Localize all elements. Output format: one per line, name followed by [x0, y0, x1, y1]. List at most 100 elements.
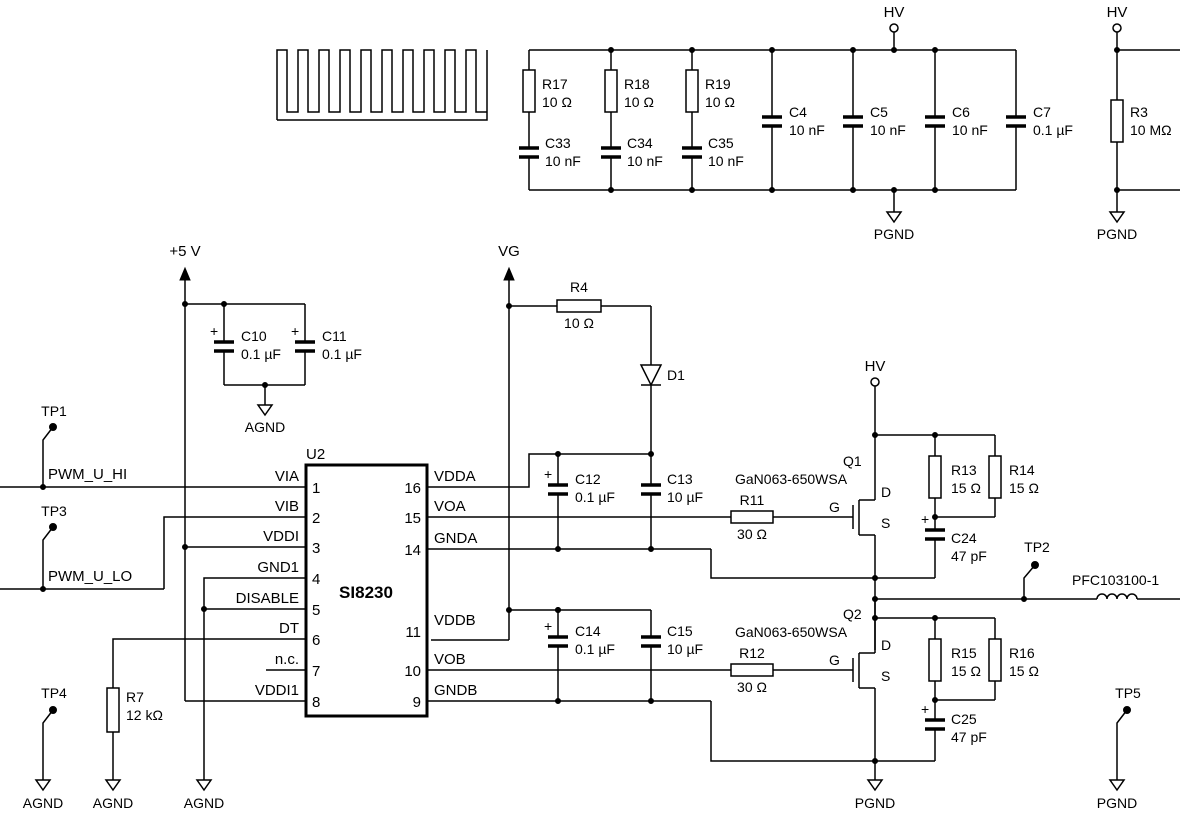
- ic-pin-number: 9: [413, 694, 421, 711]
- c25-polarity: +: [921, 701, 929, 717]
- c33-ref: C33: [545, 135, 571, 151]
- inductor-part: PFC103100-1: [1072, 572, 1159, 588]
- snubber-bank: HV PGND R17 10 Ω C33 10 nF: [519, 4, 1073, 242]
- c5-value: 10 nF: [870, 122, 906, 138]
- r13-ref: R13: [951, 462, 977, 478]
- r17-ref: R17: [542, 76, 568, 92]
- diode-d1-icon: [639, 364, 663, 387]
- c35-value: 10 nF: [708, 153, 744, 169]
- ic-pin-number: 10: [404, 663, 421, 680]
- ic-pin-number: 1: [312, 480, 320, 497]
- ic-pin-name: VDDI1: [255, 682, 299, 699]
- c13-value: 10 µF: [667, 489, 703, 505]
- ic-pin-number: 8: [312, 694, 320, 711]
- switch-node: TP2 PFC103100-1: [872, 539, 1180, 650]
- ic-pin-number: 3: [312, 540, 320, 557]
- tp5: TP5 PGND: [1097, 685, 1141, 811]
- c5-ref: C5: [870, 104, 888, 120]
- ic-pin-name: GNDA: [434, 530, 477, 547]
- ic-pin-number: 2: [312, 510, 320, 527]
- c25-value: 47 pF: [951, 729, 987, 745]
- cap-c4: C4 10 nF: [762, 50, 825, 190]
- ic-pin-name: VDDA: [434, 468, 476, 485]
- q2-gate-label: G: [829, 652, 840, 668]
- c24-value: 47 pF: [951, 548, 987, 564]
- c7-ref: C7: [1033, 104, 1051, 120]
- heatsink-icon: [276, 49, 488, 121]
- pgnd-label-tp5: PGND: [1097, 795, 1137, 811]
- q2-ref: Q2: [843, 606, 862, 622]
- p5v-rail: +5 V + C10 0.1 µF + C11 0.1 µF AGND: [169, 243, 362, 701]
- input-wiring: TP1 PWM_U_HI TP3 PWM_U_LO AGND AGND R7 1…: [0, 403, 306, 811]
- cap-c7: C7 0.1 µF: [1006, 50, 1073, 190]
- c12-ref: C12: [575, 471, 601, 487]
- c11-ref: C11: [322, 328, 347, 344]
- c15-ref: C15: [667, 623, 693, 639]
- q1-drain-label: D: [881, 484, 891, 500]
- ic-pin-name: VDDB: [434, 612, 476, 629]
- ic-pin-name: DISABLE: [236, 590, 299, 607]
- c11-value: 0.1 µF: [322, 346, 362, 362]
- ic-pin-name: VOB: [434, 651, 466, 668]
- q1-source-label: S: [881, 515, 890, 531]
- cap-c6: C6 10 nF: [925, 50, 988, 190]
- tp1-label: TP1: [41, 403, 67, 419]
- c12-polarity: +: [544, 466, 552, 482]
- r15-ref: R15: [951, 645, 977, 661]
- c4-value: 10 nF: [789, 122, 825, 138]
- c14-polarity: +: [544, 618, 552, 634]
- q1-transistor: HV Q1 GaN063-650WSA G D S R13 15 Ω R14: [735, 358, 1039, 581]
- ic-pin-number: 11: [405, 624, 421, 641]
- agnd-label-c10: AGND: [245, 419, 285, 435]
- ic-pin-name: VIB: [275, 498, 299, 515]
- tp4-label: TP4: [41, 685, 67, 701]
- r4-ref: R4: [570, 279, 588, 295]
- pwm-hi-label: PWM_U_HI: [48, 466, 127, 483]
- tp2-label: TP2: [1024, 539, 1050, 555]
- r3-ref: R3: [1130, 104, 1148, 120]
- r3-value: 10 MΩ: [1130, 122, 1172, 138]
- r19-ref: R19: [705, 76, 731, 92]
- r19-value: 10 Ω: [705, 94, 735, 110]
- hv-terminal-icon: [889, 23, 899, 33]
- c10-value: 0.1 µF: [241, 346, 281, 362]
- r13-value: 15 Ω: [951, 480, 981, 496]
- vg-rail: VG R4 10 Ω D1: [431, 243, 685, 641]
- pgnd-label-r3: PGND: [1097, 226, 1137, 242]
- r16-ref: R16: [1009, 645, 1035, 661]
- ic-part: SI8230: [339, 583, 393, 602]
- agnd-label-r7: AGND: [93, 795, 133, 811]
- c11-polarity: +: [291, 323, 299, 339]
- ic-pin-name: GND1: [257, 559, 299, 576]
- r11-ref: R11: [740, 492, 765, 508]
- c14-ref: C14: [575, 623, 601, 639]
- r14-ref: R14: [1009, 462, 1035, 478]
- ic-pin-name: VDDI: [263, 528, 299, 545]
- q2-part: GaN063-650WSA: [735, 624, 848, 640]
- r12-value: 30 Ω: [737, 679, 767, 695]
- r11-value: 30 Ω: [737, 526, 767, 542]
- hv-label-top: HV: [884, 4, 905, 21]
- r15-value: 15 Ω: [951, 663, 981, 679]
- c12-value: 0.1 µF: [575, 489, 615, 505]
- c25-ref: C25: [951, 711, 977, 727]
- rc-branch-2: R18 10 Ω C34 10 nF: [601, 50, 663, 190]
- ic-pin-number: 7: [312, 663, 320, 680]
- c14-value: 0.1 µF: [575, 641, 615, 657]
- c7-value: 0.1 µF: [1033, 122, 1073, 138]
- ic-pin-number: 6: [312, 632, 320, 649]
- r3-bleed: HV PGND R3 10 MΩ: [1097, 4, 1180, 242]
- ic-pin-number: 14: [404, 542, 421, 559]
- rc-branch-3: R19 10 Ω C35 10 nF: [682, 50, 744, 190]
- c15-value: 10 µF: [667, 641, 703, 657]
- c10-polarity: +: [210, 323, 218, 339]
- vg-label: VG: [498, 243, 520, 260]
- q2-source-label: S: [881, 668, 890, 684]
- p5v-label: +5 V: [169, 243, 200, 260]
- r12-ref: R12: [739, 645, 765, 661]
- c24-polarity: +: [921, 511, 929, 527]
- pgnd-label-q2: PGND: [855, 795, 895, 811]
- r4-value: 10 Ω: [564, 315, 594, 331]
- pwm-lo-label: PWM_U_LO: [48, 568, 132, 585]
